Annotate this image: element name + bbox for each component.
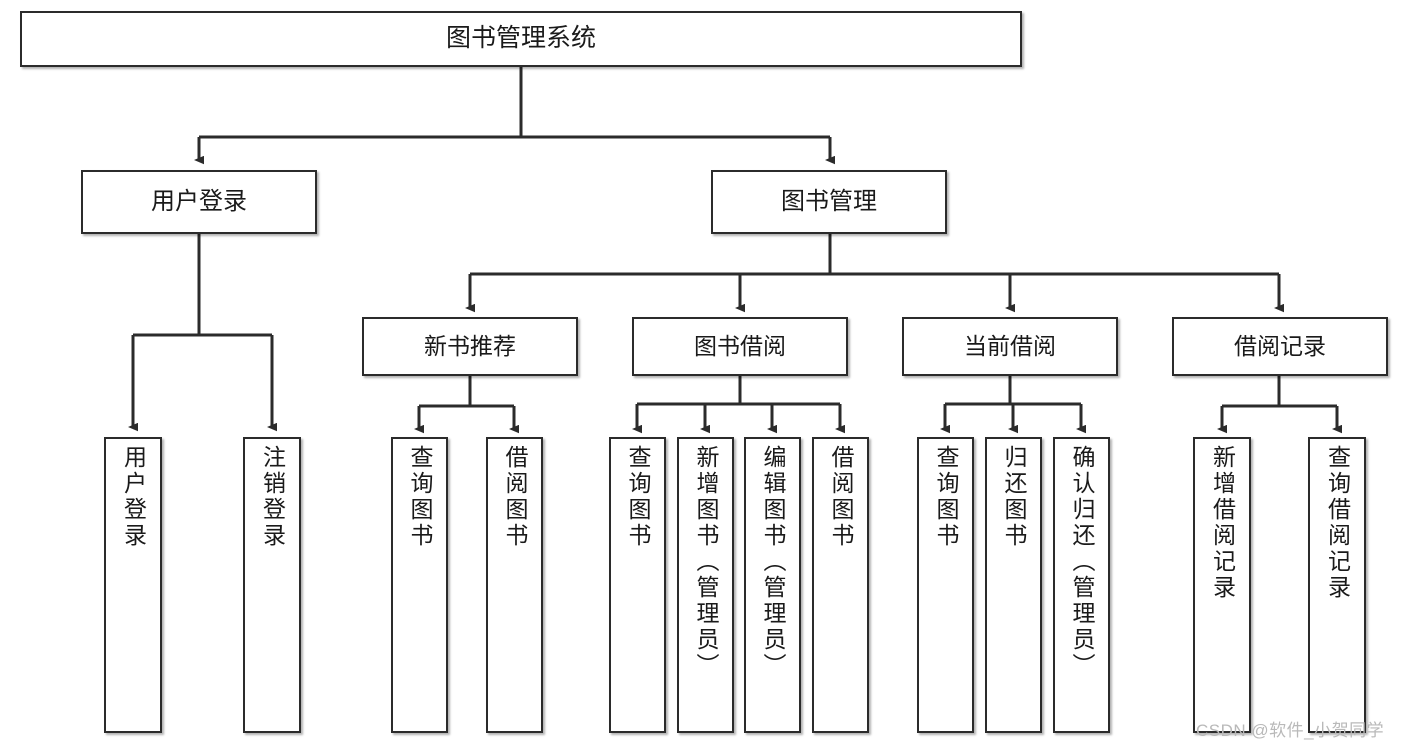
node-root-label: 图书管理系统: [445, 24, 596, 53]
node-root-book-management-system[interactable]: 图书管理系统: [20, 11, 1022, 67]
node-book-borrow-label: 图书借阅: [694, 332, 786, 359]
leaf-user-login-logout-label: 注销登录: [259, 445, 286, 549]
node-current-borrow-label: 当前借阅: [964, 332, 1056, 359]
leaf-borrow-record-query-record[interactable]: 查询借阅记录: [1308, 437, 1366, 733]
leaf-book-borrow-query-book-label: 查询图书: [625, 445, 651, 549]
leaf-book-borrow-add-book-admin-label: 新增图书（管理员）: [693, 445, 719, 679]
node-current-borrow[interactable]: 当前借阅: [902, 317, 1118, 376]
leaf-book-borrow-borrow-book-label: 借阅图书: [828, 445, 854, 549]
leaf-current-borrow-query-book[interactable]: 查询图书: [917, 437, 974, 733]
leaf-new-book-borrow-book[interactable]: 借阅图书: [486, 437, 543, 733]
node-book-management-label: 图书管理: [781, 187, 877, 215]
node-user-login[interactable]: 用户登录: [81, 170, 317, 234]
leaf-new-book-query-book[interactable]: 查询图书: [391, 437, 448, 733]
node-new-book-recommend[interactable]: 新书推荐: [362, 317, 578, 376]
leaf-user-login-login[interactable]: 用户登录: [104, 437, 162, 733]
leaf-book-borrow-edit-book-admin-label: 编辑图书（管理员）: [760, 445, 786, 679]
leaf-user-login-logout[interactable]: 注销登录: [243, 437, 301, 733]
csdn-watermark: CSDN @软件_小贺同学: [1196, 721, 1385, 740]
leaf-borrow-record-add-record-label: 新增借阅记录: [1209, 445, 1236, 601]
leaf-book-borrow-query-book[interactable]: 查询图书: [609, 437, 666, 733]
leaf-current-borrow-confirm-return-admin[interactable]: 确认归还（管理员）: [1053, 437, 1110, 733]
leaf-current-borrow-confirm-return-admin-label: 确认归还（管理员）: [1069, 445, 1095, 679]
leaf-user-login-login-label: 用户登录: [120, 445, 147, 549]
leaf-borrow-record-add-record[interactable]: 新增借阅记录: [1193, 437, 1251, 733]
leaf-book-borrow-borrow-book[interactable]: 借阅图书: [812, 437, 869, 733]
leaf-current-borrow-return-book-label: 归还图书: [1001, 445, 1027, 549]
node-borrow-record[interactable]: 借阅记录: [1172, 317, 1388, 376]
leaf-new-book-query-book-label: 查询图书: [407, 445, 433, 549]
node-book-management[interactable]: 图书管理: [711, 170, 947, 234]
node-new-book-recommend-label: 新书推荐: [424, 332, 516, 359]
leaf-current-borrow-query-book-label: 查询图书: [933, 445, 959, 549]
leaf-borrow-record-query-record-label: 查询借阅记录: [1324, 445, 1351, 601]
node-book-borrow[interactable]: 图书借阅: [632, 317, 848, 376]
leaf-book-borrow-edit-book-admin[interactable]: 编辑图书（管理员）: [744, 437, 801, 733]
leaf-book-borrow-add-book-admin[interactable]: 新增图书（管理员）: [677, 437, 734, 733]
node-borrow-record-label: 借阅记录: [1234, 332, 1326, 359]
leaf-new-book-borrow-book-label: 借阅图书: [502, 445, 528, 549]
leaf-current-borrow-return-book[interactable]: 归还图书: [985, 437, 1042, 733]
node-user-login-label: 用户登录: [151, 187, 247, 215]
